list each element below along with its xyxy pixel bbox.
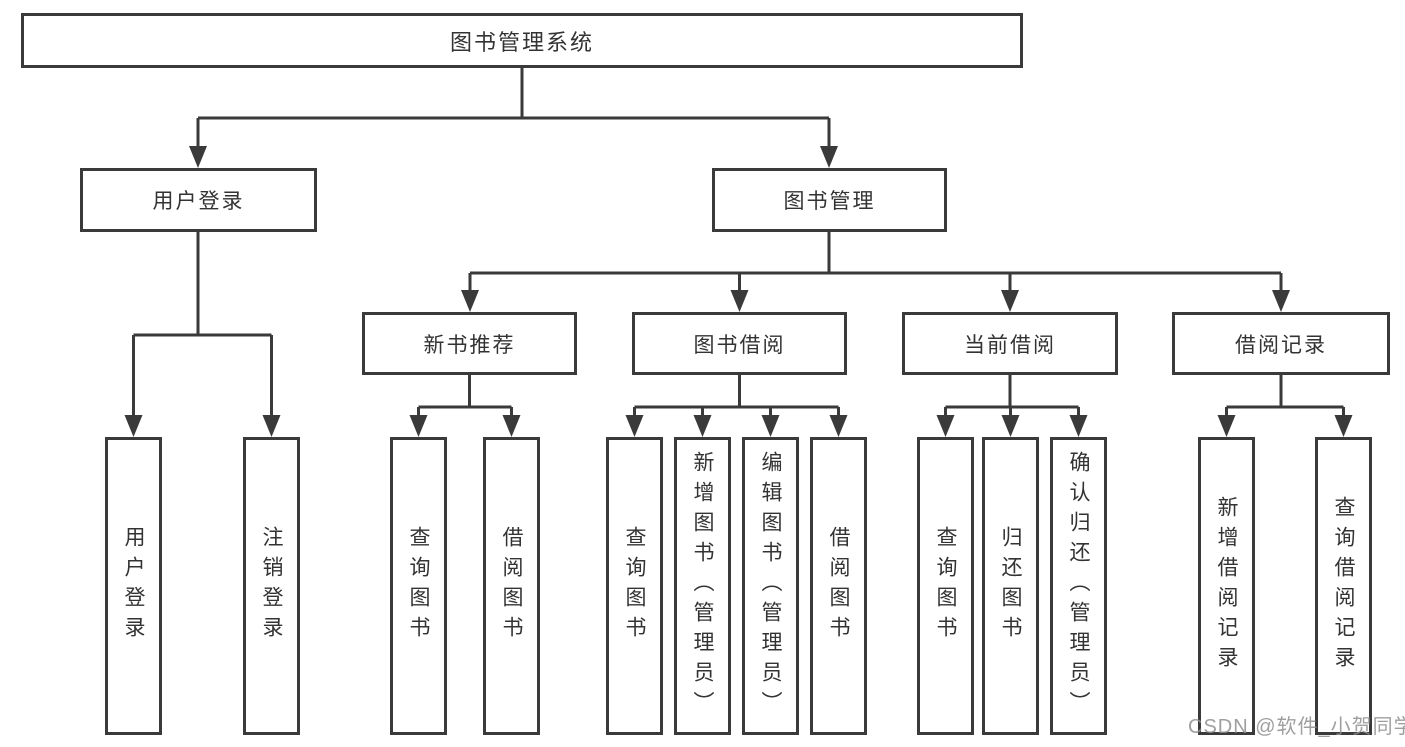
node-label: 借阅图书: [500, 526, 524, 646]
node-current-borrowing: 当前借阅: [902, 312, 1118, 375]
node-user-login-branch: 用户登录: [80, 168, 317, 232]
node-label: 图书管理系统: [449, 29, 594, 55]
leaf-add-borrow-record: 新增借阅记录: [1198, 437, 1255, 735]
node-label: 查询图书: [934, 526, 958, 646]
node-label: 归还图书: [999, 526, 1023, 646]
node-book-borrowing: 图书借阅: [632, 312, 847, 375]
node-label: 图书管理: [783, 190, 876, 213]
node-label: 编辑图书（管理员）: [759, 451, 783, 721]
leaf-return-books: 归还图书: [982, 437, 1039, 735]
node-label: 查询借阅记录: [1332, 496, 1356, 676]
leaf-query-books-recommend: 查询图书: [390, 437, 447, 735]
node-borrowing-records: 借阅记录: [1172, 312, 1390, 375]
leaf-borrow-books-recommend: 借阅图书: [483, 437, 540, 735]
node-label: 查询图书: [407, 526, 431, 646]
leaf-add-books-admin: 新增图书（管理员）: [674, 437, 731, 735]
leaf-query-books-borrow: 查询图书: [606, 437, 663, 735]
leaf-edit-books-admin: 编辑图书（管理员）: [742, 437, 799, 735]
node-label: 新增图书（管理员）: [691, 451, 715, 721]
leaf-query-books-current: 查询图书: [917, 437, 974, 735]
node-label: 借阅记录: [1235, 333, 1327, 357]
leaf-borrow-books: 借阅图书: [810, 437, 867, 735]
node-label: 用户登录: [122, 526, 146, 646]
leaf-confirm-return-admin: 确认归还（管理员）: [1050, 437, 1107, 735]
leaf-user-login: 用户登录: [105, 437, 162, 735]
node-label: 新增借阅记录: [1215, 496, 1239, 676]
node-label: 当前借阅: [964, 333, 1056, 357]
csdn-watermark: CSDN @软件_小贺同学: [1188, 716, 1405, 738]
node-book-management-branch: 图书管理: [712, 168, 947, 232]
node-label: 图书借阅: [693, 333, 786, 357]
leaf-query-borrow-record: 查询借阅记录: [1315, 437, 1372, 735]
node-label: 用户登录: [152, 190, 245, 213]
node-label: 查询图书: [623, 526, 647, 646]
node-label: 确认归还（管理员）: [1067, 451, 1091, 721]
leaf-logout: 注销登录: [243, 437, 300, 735]
node-label: 借阅图书: [827, 526, 851, 646]
node-new-book-recommendation: 新书推荐: [362, 312, 577, 375]
node-label: 注销登录: [260, 526, 284, 646]
node-library-management-system: 图书管理系统: [21, 13, 1023, 68]
node-label: 新书推荐: [423, 333, 516, 357]
